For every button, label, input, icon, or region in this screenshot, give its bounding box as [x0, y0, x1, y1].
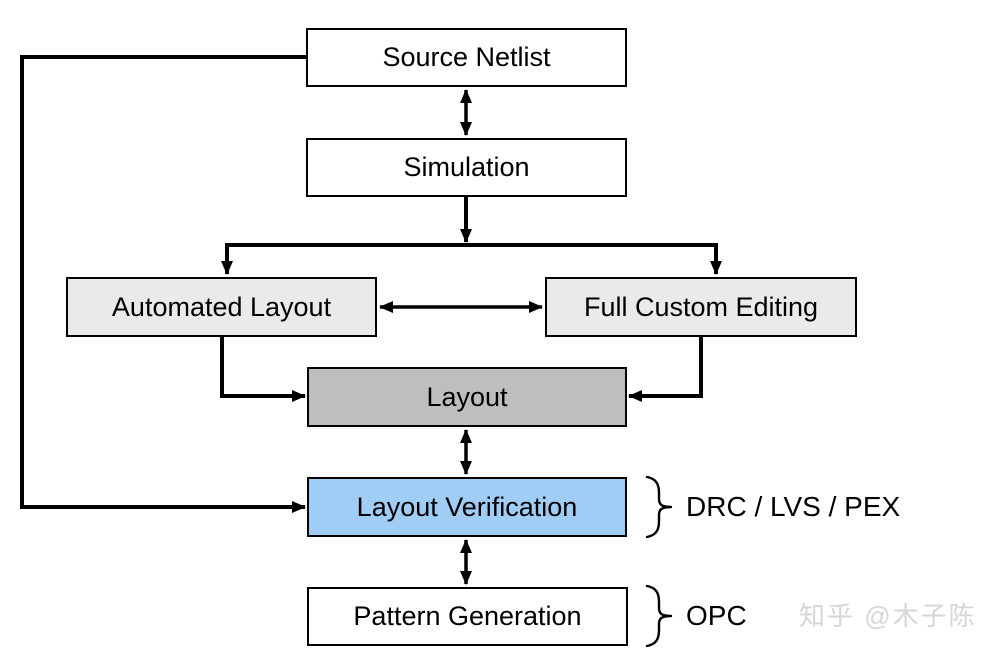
node-simulation: Simulation: [306, 138, 627, 197]
node-layout: Layout: [307, 367, 627, 427]
connector-fullcustom-to-layout: [628, 337, 703, 402]
node-layout-verification: Layout Verification: [307, 477, 627, 537]
node-full-custom-editing: Full Custom Editing: [545, 277, 857, 337]
brace-icon: [645, 585, 673, 647]
node-automated-layout: Automated Layout: [66, 277, 377, 337]
node-source-netlist: Source Netlist: [306, 28, 627, 87]
node-pattern-generation: Pattern Generation: [307, 587, 628, 646]
connector-feedback-source-to-verification: [20, 55, 306, 513]
watermark: 知乎 @木子陈: [799, 601, 977, 631]
connector-automated-to-layout: [220, 337, 306, 402]
annotation-drc-lvs-pex: DRC / LVS / PEX: [686, 491, 901, 522]
brace-icon: [645, 476, 673, 538]
annotation-opc: OPC: [686, 600, 747, 631]
connector-split-to-layout-tools: [221, 243, 722, 275]
